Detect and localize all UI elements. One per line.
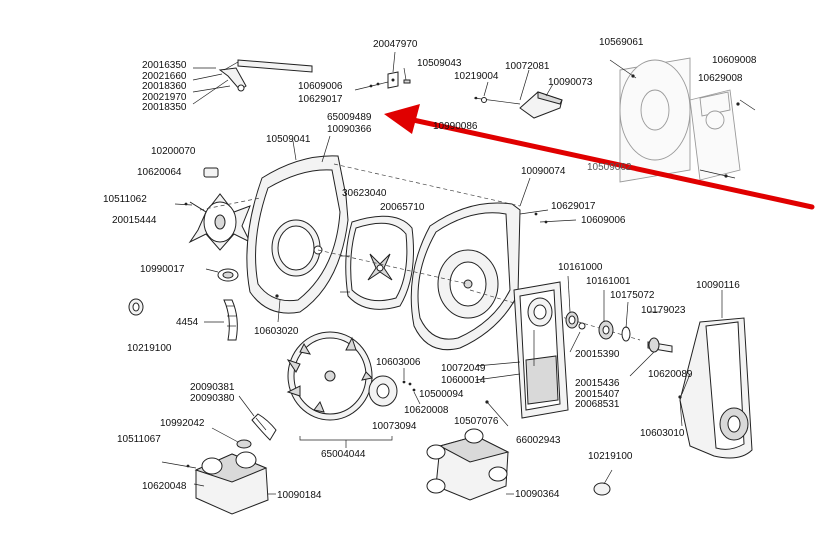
left-group-leaders: [192, 67, 231, 105]
label-10509043: 10509043: [417, 58, 462, 69]
label-10990086: 10990086: [433, 121, 478, 132]
label-10507076: 10507076: [454, 416, 499, 427]
label-10511062: 10511062: [103, 194, 147, 205]
housing-back-part: [410, 177, 577, 351]
label-10609008: 10609008: [712, 55, 757, 66]
label-10073094: 10073094: [372, 421, 417, 432]
label-10090364: 10090364: [515, 489, 560, 500]
label-10090116: 10090116: [696, 280, 740, 291]
label-20015444: 20015444: [112, 215, 157, 226]
label-20065710: 20065710: [380, 202, 425, 213]
label-20015407: 20015407: [575, 388, 620, 400]
label-10090073: 10090073: [548, 77, 593, 88]
outlet-box-part: [161, 451, 276, 515]
label-10090366: 10090366: [327, 124, 372, 135]
cap-bottom-part: [593, 469, 613, 496]
label-10090184: 10090184: [277, 490, 322, 501]
label-65004044: 65004044: [321, 449, 366, 460]
label-10509062: 10509062: [587, 162, 632, 173]
label-10161001: 10161001: [586, 276, 631, 287]
label-10179023: 10179023: [641, 305, 686, 316]
hose-clamp-left: [128, 268, 239, 341]
label-10200070: 10200070: [151, 146, 196, 157]
label-20018360: 20018360: [142, 81, 187, 92]
label-10629017-b: 10629017: [551, 201, 596, 212]
label-10629017: 10629017: [298, 94, 343, 105]
label-20015436: 20015436: [575, 378, 620, 389]
label-10175072: 10175072: [610, 290, 655, 301]
label-30623040: 30623040: [342, 188, 387, 199]
hose-elbow-part: [211, 395, 277, 449]
label-10609006-b: 10609006: [581, 215, 626, 226]
label-20015390: 20015390: [575, 349, 620, 360]
y-manifold-part: [426, 428, 514, 501]
label-10219004: 10219004: [454, 71, 499, 82]
label-20090380: 20090380: [190, 393, 235, 404]
belt-guard-part: [678, 290, 753, 459]
label-10992042: 10992042: [160, 418, 205, 429]
label-10509041: 10509041: [266, 134, 311, 145]
label-10161000: 10161000: [558, 262, 603, 273]
label-10629008: 10629008: [698, 73, 743, 84]
label-20021660: 20021660: [142, 70, 187, 82]
hardware-small-top: [354, 51, 411, 91]
chute-deflector-part: [473, 69, 563, 119]
callout-arrow: [384, 104, 815, 210]
label-10219100-a: 10219100: [127, 343, 172, 354]
hardware-bottom-center: [485, 400, 509, 427]
bracket-bar-part: [218, 59, 313, 92]
label-10569061: 10569061: [599, 37, 644, 48]
label-10620089: 10620089: [648, 369, 693, 380]
label-10219100-b: 10219100: [588, 451, 633, 462]
label-20016350: 20016350: [142, 60, 187, 71]
impeller-disc-part: [286, 331, 421, 448]
bracket-group-left-labels: 20016350 20021660 20018360 20021970 2001…: [142, 60, 187, 114]
label-10500094: 10500094: [419, 389, 464, 400]
impeller-small-part: [174, 167, 252, 251]
label-10620048: 10620048: [142, 481, 187, 492]
ghost-assembly: [609, 57, 756, 183]
label-20021970: 20021970: [142, 91, 187, 103]
label-10603020: 10603020: [254, 326, 299, 337]
label-10620064: 10620064: [137, 167, 182, 178]
mounting-frame-part: [475, 281, 569, 419]
label-10620008: 10620008: [404, 405, 449, 416]
label-10603010: 10603010: [640, 428, 685, 439]
label-10072081: 10072081: [505, 61, 550, 72]
label-10603006: 10603006: [376, 357, 421, 368]
label-10090074: 10090074: [521, 166, 566, 177]
stack-right-labels: 20015436 20015407 20068531: [575, 378, 620, 411]
label-10990017: 10990017: [140, 264, 185, 275]
label-20090381: 20090381: [190, 382, 235, 393]
label-20047970: 20047970: [373, 39, 418, 50]
label-10600014: 10600014: [441, 375, 486, 386]
label-10609006: 10609006: [298, 81, 343, 92]
housing-cover-part: [246, 135, 349, 323]
label-4454: 4454: [176, 317, 199, 328]
label-10072049: 10072049: [441, 363, 486, 374]
label-20018350: 20018350: [142, 102, 187, 113]
label-65009489: 65009489: [327, 112, 372, 123]
label-66002943: 66002943: [516, 435, 561, 446]
label-10511067: 10511067: [117, 434, 161, 445]
label-20068531: 20068531: [575, 399, 620, 410]
fan-impeller-part: [340, 215, 414, 310]
bearing-shaft-part: [565, 275, 673, 377]
